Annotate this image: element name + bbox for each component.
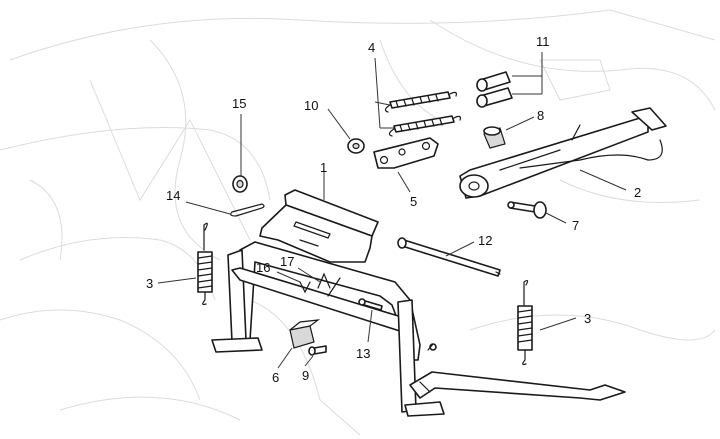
callout-1: 1 bbox=[320, 160, 327, 175]
washer-15-part bbox=[232, 175, 248, 193]
pin-part bbox=[507, 201, 547, 219]
bushes-part bbox=[476, 71, 513, 108]
small-springs-part bbox=[384, 91, 461, 137]
split-pin-part bbox=[230, 203, 265, 217]
callout-3-left: 3 bbox=[146, 276, 153, 291]
plate-part bbox=[373, 137, 439, 169]
callout-4: 4 bbox=[368, 40, 375, 55]
bolt-part bbox=[358, 298, 383, 311]
rubber-buffer-part bbox=[483, 126, 506, 149]
washer-part bbox=[347, 138, 365, 154]
callout-13: 13 bbox=[356, 346, 370, 361]
callout-5: 5 bbox=[410, 194, 417, 209]
callout-2: 2 bbox=[634, 185, 641, 200]
spring-left-part bbox=[197, 222, 213, 306]
long-pin-part bbox=[397, 237, 501, 277]
callout-11: 11 bbox=[536, 34, 550, 49]
callout-3-right: 3 bbox=[584, 311, 591, 326]
callout-8: 8 bbox=[537, 108, 544, 123]
background-vehicle-outline bbox=[0, 9, 716, 436]
callout-7: 7 bbox=[572, 218, 579, 233]
callout-6: 6 bbox=[272, 370, 279, 385]
spring-right-part bbox=[517, 279, 533, 366]
callout-labels: 1 2 3 3 4 5 6 7 8 9 10 11 12 13 14 15 16… bbox=[146, 34, 641, 385]
callout-10: 10 bbox=[304, 98, 318, 113]
leader-lines bbox=[157, 52, 627, 369]
brackets-part bbox=[299, 272, 341, 297]
callout-9: 9 bbox=[302, 368, 309, 383]
callout-12: 12 bbox=[478, 233, 492, 248]
callout-17: 17 bbox=[280, 254, 294, 269]
screw-part bbox=[308, 345, 327, 356]
center-stand-part bbox=[211, 189, 626, 417]
side-stand-part bbox=[459, 107, 667, 199]
callout-15: 15 bbox=[232, 96, 246, 111]
rubber-block-part bbox=[289, 319, 321, 349]
callout-14: 14 bbox=[166, 188, 180, 203]
callout-16: 16 bbox=[256, 260, 270, 275]
